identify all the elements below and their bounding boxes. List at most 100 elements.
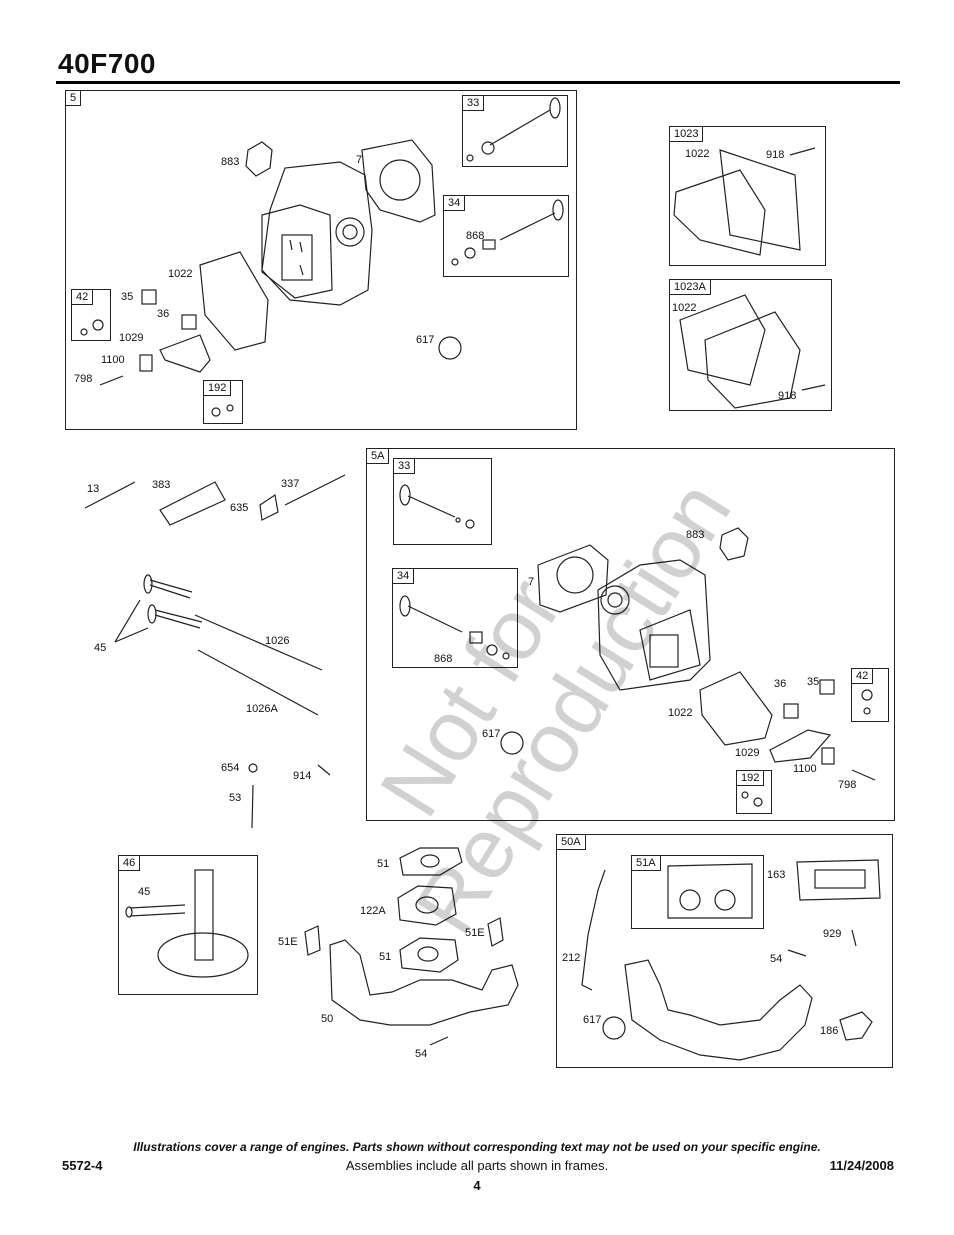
document-date: 11/24/2008 — [829, 1158, 894, 1173]
screw-798-top — [99, 375, 124, 386]
label-617: 617 — [583, 1014, 602, 1026]
frame-tag: 50A — [557, 835, 586, 850]
screw-54-right — [787, 949, 807, 957]
gasket-883-mid — [719, 527, 749, 561]
label-1026: 1026 — [265, 635, 290, 647]
title-rule — [56, 81, 900, 84]
label-35: 35 — [807, 676, 820, 688]
bracket-1100-mid — [821, 747, 835, 765]
head-gasket-top — [361, 139, 436, 223]
label-617: 617 — [416, 334, 435, 346]
screw-929 — [851, 929, 857, 947]
camshaft-46 — [125, 869, 249, 978]
label-918: 918 — [778, 390, 797, 402]
label-45: 45 — [138, 886, 151, 898]
label-337: 337 — [281, 478, 300, 490]
label-186: 186 — [820, 1025, 839, 1037]
frame-tag: 5 — [66, 91, 82, 106]
frame-tag: 1023 — [670, 127, 704, 142]
valve-33-mid — [399, 484, 475, 529]
valves-45 — [114, 574, 203, 643]
spark-plug-337 — [284, 474, 346, 506]
label-7: 7 — [528, 576, 535, 588]
label-36: 36 — [774, 678, 787, 690]
label-798: 798 — [74, 373, 93, 385]
label-51: 51 — [377, 858, 390, 870]
valve-cover-gasket-top — [199, 251, 269, 351]
label-918: 918 — [766, 149, 785, 161]
springs-top — [80, 289, 197, 336]
label-654: 654 — [221, 762, 240, 774]
frame-33-mid: 33 — [393, 458, 492, 545]
frame-5: 5 — [65, 90, 577, 430]
pushrod-1026A — [197, 649, 319, 716]
nut-654 — [248, 763, 258, 773]
label-883: 883 — [686, 529, 705, 541]
screw-798-mid — [851, 769, 876, 781]
rocker-arm-top — [159, 334, 211, 373]
valve-cover-gasket-mid — [699, 671, 773, 746]
label-51E: 51E — [465, 927, 485, 939]
frame-192-mid: 192 — [736, 770, 772, 814]
frame-1023A: 1023A — [669, 279, 832, 411]
label-383: 383 — [152, 479, 171, 491]
bolt-13 — [84, 481, 136, 509]
label-163: 163 — [767, 869, 786, 881]
document-id: 5572-4 — [62, 1158, 103, 1173]
frame-46: 46 — [118, 855, 258, 995]
gaskets-51 — [304, 847, 504, 973]
label-36: 36 — [157, 308, 170, 320]
frame-tag: 46 — [119, 856, 141, 871]
label-54: 54 — [415, 1048, 428, 1060]
label-51E: 51E — [278, 936, 298, 948]
frame-tag: 33 — [463, 96, 485, 111]
tool-383 — [159, 481, 226, 526]
frame-192-top: 192 — [203, 380, 243, 424]
elbow-186 — [839, 1011, 873, 1041]
frame-1023: 1023 — [669, 126, 826, 266]
page-title: 40F700 — [58, 48, 156, 79]
label-13: 13 — [87, 483, 100, 495]
valve-cover-1023A — [679, 294, 826, 409]
label-1029: 1029 — [735, 747, 760, 759]
frame-tag: 42 — [72, 290, 94, 305]
frame-tag: 192 — [204, 381, 232, 396]
label-929: 929 — [823, 928, 842, 940]
nut-192-top — [211, 404, 234, 417]
rod-53 — [251, 784, 254, 829]
label-798: 798 — [838, 779, 857, 791]
manifold-50 — [329, 939, 519, 1026]
frame-33-top: 33 — [462, 95, 568, 167]
frame-tag: 34 — [444, 196, 466, 211]
valve-33-top — [466, 97, 561, 162]
bolt-54-left — [429, 1036, 449, 1046]
frame-tag: 51A — [632, 856, 661, 871]
label-122A: 122A — [360, 905, 386, 917]
screw-914 — [317, 764, 331, 776]
o-ring-617-lower — [602, 1016, 626, 1040]
label-1022: 1022 — [672, 302, 697, 314]
label-1026A: 1026A — [246, 703, 278, 715]
label-35: 35 — [121, 291, 134, 303]
label-54: 54 — [770, 953, 783, 965]
label-7: 7 — [356, 154, 363, 166]
label-868: 868 — [434, 653, 453, 665]
label-51: 51 — [379, 951, 392, 963]
frame-tag: 5A — [367, 449, 390, 464]
rocker-arm-mid — [769, 729, 832, 763]
label-45: 45 — [94, 642, 107, 654]
label-617: 617 — [482, 728, 501, 740]
valve-34-top — [451, 199, 564, 266]
label-914: 914 — [293, 770, 312, 782]
head-gasket-mid — [537, 544, 609, 613]
elbow-635 — [259, 493, 279, 521]
nut-192-mid — [741, 791, 763, 807]
label-212: 212 — [562, 952, 581, 964]
valve-cover-1023 — [673, 147, 816, 256]
page-number: 4 — [473, 1178, 481, 1193]
label-1100: 1100 — [101, 354, 125, 366]
label-1022: 1022 — [685, 148, 710, 160]
cylinder-head-top — [261, 161, 373, 306]
frame-tag: 192 — [737, 771, 765, 786]
footer-note: Illustrations cover a range of engines. … — [133, 1140, 821, 1154]
